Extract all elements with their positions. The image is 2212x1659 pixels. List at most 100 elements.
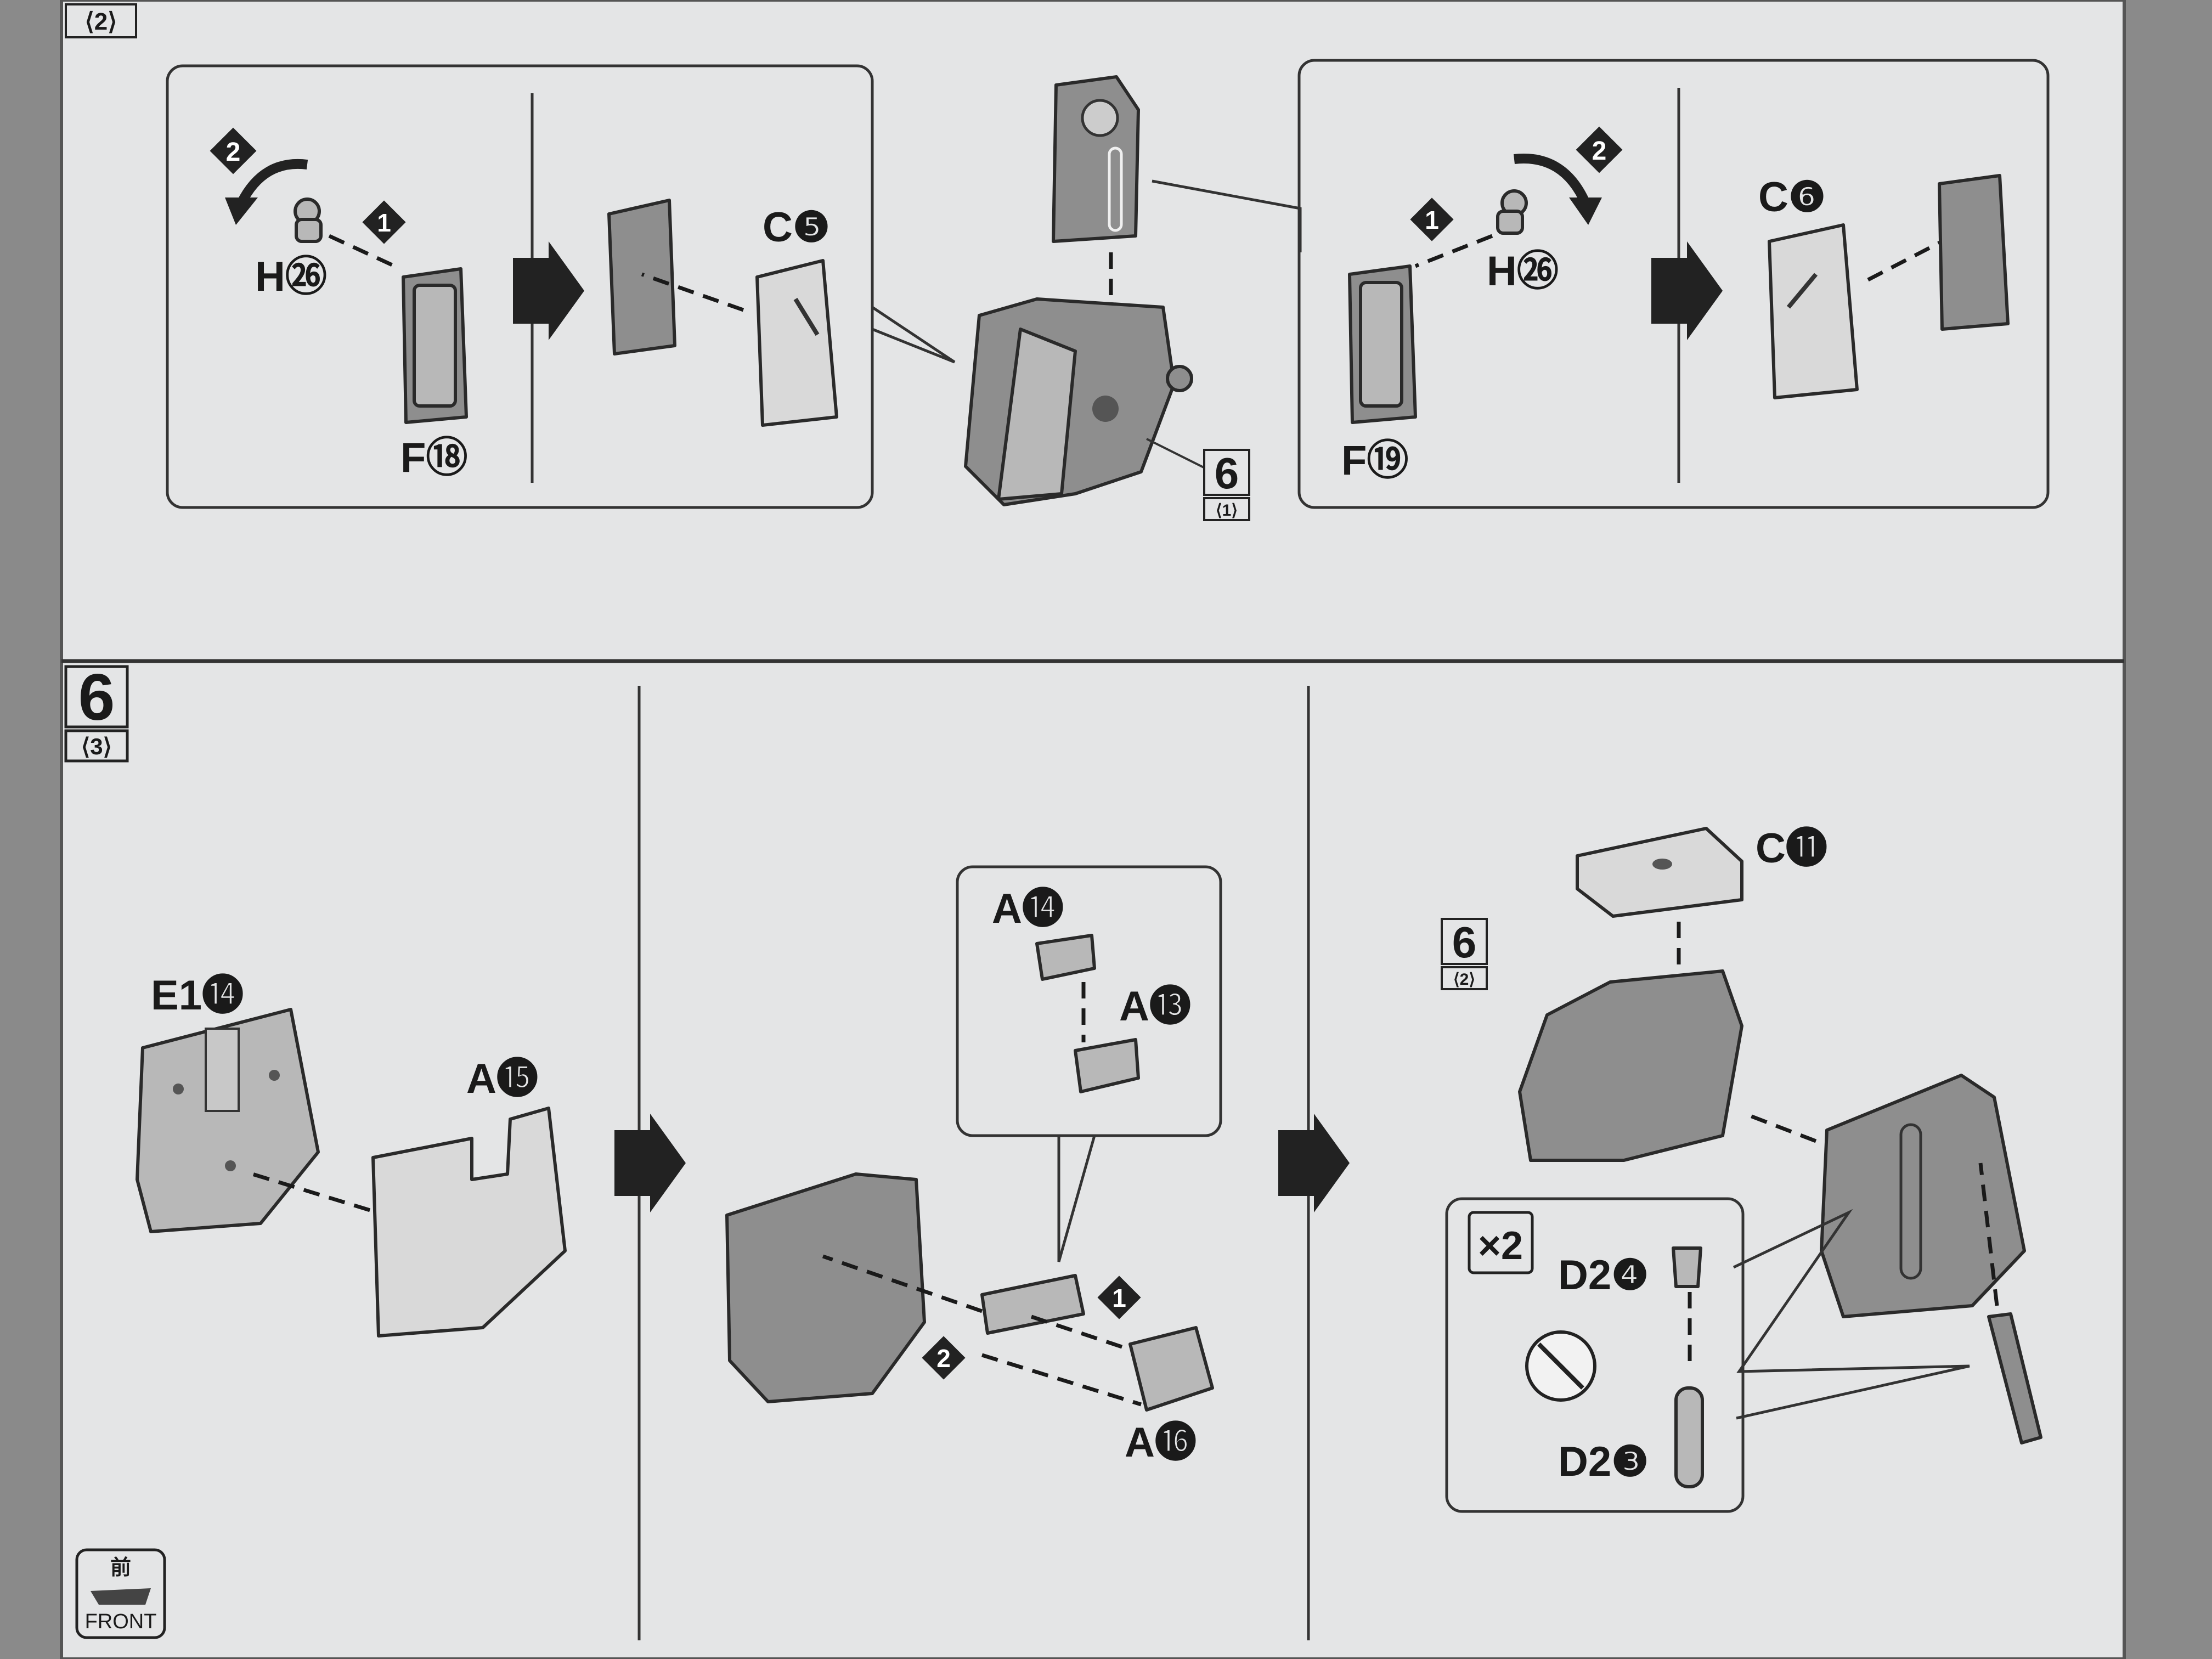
order-badge-2-text: 2 [226,138,241,167]
multiplier-text: ×2 [1478,1224,1523,1268]
label-a15: A⓯ [466,1056,538,1102]
c11-hole [1652,859,1672,870]
step-arrow-right [513,241,584,340]
f19-plate-inner [1359,281,1403,408]
assembled-armor [725,1172,926,1403]
rotate-arrow [1514,154,1590,205]
ref-sub-box [1203,497,1250,521]
order-badge-2: 2 [922,1336,966,1380]
ref-step-box [1203,449,1250,496]
label-d24: D2❹ [1558,1252,1649,1299]
top-left-panel: 2 H㉖ 1 F⑱ C❺ [166,64,956,509]
rod-slot [1899,1123,1922,1280]
multiplier-box [1468,1211,1534,1274]
side-panel [997,328,1077,501]
step-number-box [64,665,129,729]
order-badge-1-text: 1 [1112,1284,1126,1312]
c5-cover [755,259,838,427]
a13-part [1074,1038,1140,1093]
d24-cap [1672,1246,1702,1288]
rotate-arrow [236,159,308,206]
d23-rod [1674,1386,1704,1488]
assembly-arrow-c5 [641,272,744,312]
peg-hole [269,1070,280,1081]
top-step-tag [65,3,137,38]
order-badge-2-text: 2 [1592,137,1607,166]
label-h26: H㉖ [1487,248,1559,295]
label-c11: C⓫ [1756,825,1827,872]
a16-part [1128,1326,1214,1412]
step-header: 6 ⟨3⟩ [64,661,129,763]
order-badge-1: 1 [362,200,406,244]
ref-sub-text: ⟨1⟩ [1216,501,1238,520]
label-f19: F⑲ [1341,437,1408,484]
assembly-arrow-left [1743,1111,1817,1143]
order-badge-2-text: 2 [936,1344,951,1373]
rotate-arrow-head [225,198,258,225]
front-label: FRONT [85,1610,157,1633]
armor-with-rod [1820,1074,2026,1318]
assembly-arrow-2 [822,1254,983,1313]
callout-pointers [1733,1209,1970,1420]
c6-cover [1768,223,1859,399]
ref-step-box [1441,918,1488,965]
top-step-tag-text: ⟨2⟩ [85,8,117,35]
bottom-right-step: C⓫ 6 ⟨2⟩ ×2 D2❹ D2❸ [1441,825,2042,1513]
order-badge-1: 1 [1097,1276,1141,1319]
order-badge-1-text: 1 [1425,206,1439,234]
d23-rod [1987,1312,2042,1444]
order-badge-2: 2 [210,127,257,174]
front-icon: 前 FRONT [75,1548,166,1639]
c6-cover-line [1786,273,1818,309]
front-shoe-icon [91,1588,151,1605]
label-a14: A⓮ [992,885,1064,932]
assembly-arrow-1 [1030,1314,1131,1352]
callout-box [956,865,1222,1137]
label-c6: C❻ [1758,174,1826,221]
label-a16: A⓰ [1125,1419,1197,1466]
step-number: 6 [78,661,115,734]
bottom-left-step: E1⓮ A⓯ [136,972,686,1338]
shield-emblem [1081,99,1119,137]
assembled-plate [607,199,676,356]
c11-part [1576,827,1743,918]
a15-armor-part [371,1107,567,1338]
ref-step-number: 6 [1215,449,1239,498]
top-left-panel-frame [166,64,874,509]
front-kanji: 前 [110,1556,131,1579]
order-badge-2: 2 [1576,126,1623,173]
label-e1-14: E1⓮ [151,972,244,1019]
h-part-base [1496,210,1524,235]
label-d23: D2❸ [1558,1438,1649,1485]
body-block [1518,969,1743,1162]
top-right-panel-frame [1297,59,2050,509]
assembly-arrow-c6 [1867,239,1943,282]
callout-box [1445,1197,1745,1513]
rotate-arrow-head [1569,198,1602,225]
e1-frame-part [136,1008,320,1233]
assembly-arrow-2b [981,1353,1142,1407]
ball-joint [1166,365,1193,392]
e1-frame-tab [205,1028,240,1112]
ref-sub-text: ⟨2⟩ [1453,970,1475,989]
label-h26: H㉖ [255,253,327,300]
leader-line [1146,438,1213,473]
peg-hole [173,1084,184,1094]
order-badge-1-text: 1 [377,208,391,237]
callout-pointer-left [871,306,956,364]
top-right-panel: 1 2 H㉖ F⑲ C❻ [1152,59,2050,509]
ref-step-number: 6 [1452,918,1477,967]
socket-hole [1092,396,1119,422]
c5-cover-line [793,297,820,336]
bottom-middle-step: A⓮ A⓭ 1 2 A⓰ [725,865,1350,1466]
label-a13: A⓭ [1119,983,1191,1030]
step-sub-box [64,729,129,763]
step-arrow-right [614,1114,686,1212]
assembly-arrow [1414,234,1493,268]
f18-plate-inner [413,284,457,408]
no-glue-icon-slash [1537,1342,1584,1390]
label-c5: C❺ [763,204,830,251]
a14-part [1035,934,1096,981]
assembled-plate [1938,174,2010,331]
